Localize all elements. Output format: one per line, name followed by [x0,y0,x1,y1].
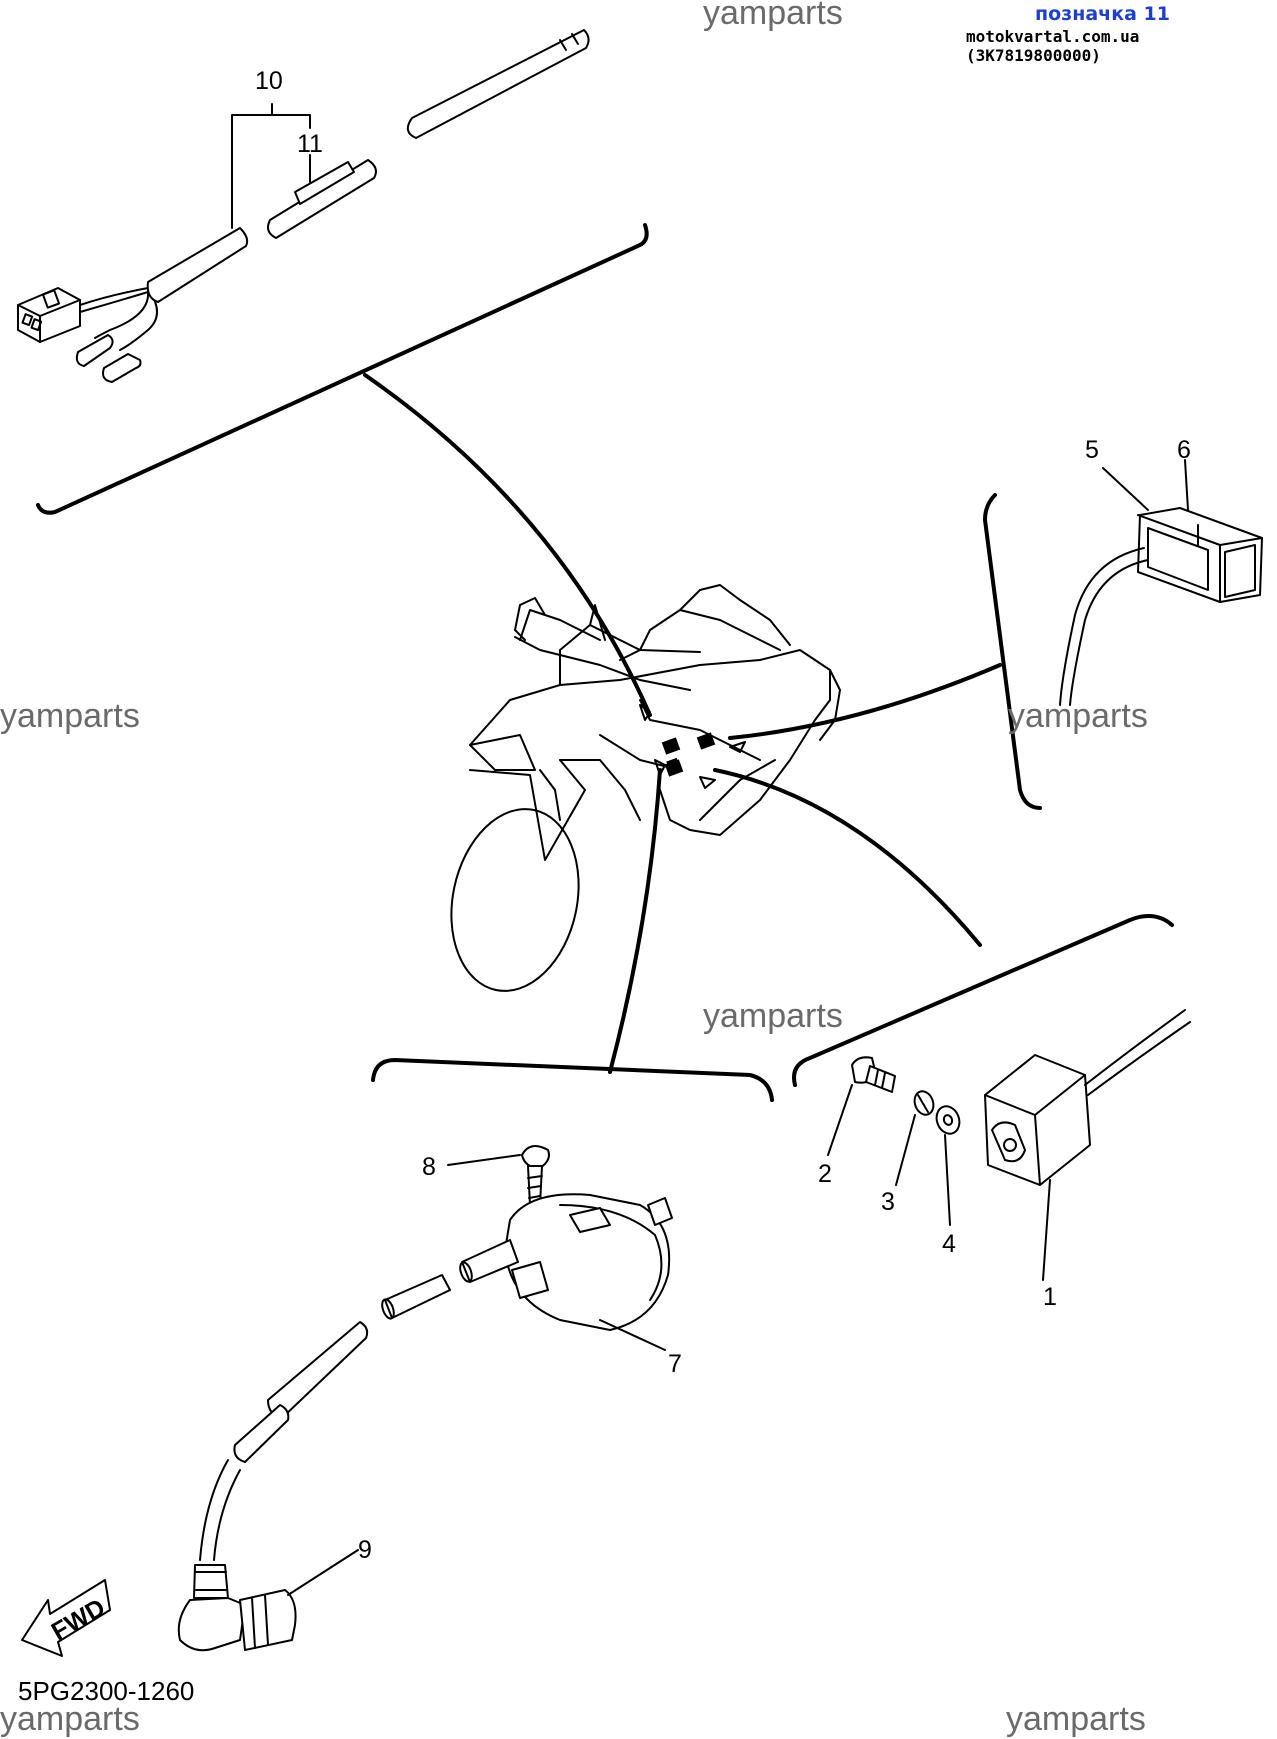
watermark: yamparts [0,697,140,735]
callout-1: 1 [1043,1283,1057,1311]
callout-10-bracket [231,103,311,229]
wire-harness-part-10 [17,29,590,383]
watermark: yamparts [1008,697,1148,735]
callout-4: 4 [942,1230,956,1258]
callout-8: 8 [422,1153,436,1181]
detail-frame-relay [982,493,1042,810]
leader-cdi [713,768,982,947]
callout-2: 2 [818,1160,832,1188]
ignition-coil-part-7 [459,1193,673,1331]
leader-5 [1102,467,1149,511]
callout-7: 7 [668,1350,682,1378]
relay-part-5-6 [1059,507,1263,706]
leader-6 [1184,459,1189,511]
motorcycle-outline [450,584,841,992]
leader-2 [827,1084,853,1156]
bolt-part-8 [521,1145,550,1206]
watermark: yamparts [1006,1700,1146,1738]
leader-9 [287,1549,359,1596]
watermark: yamparts [703,997,843,1035]
callout-3: 3 [881,1188,895,1216]
leader-7 [599,1319,666,1351]
screw-part-2 [851,1056,896,1093]
leader-harness [363,373,652,717]
callout-11: 11 [297,130,323,158]
leader-relay [728,663,1002,740]
watermark: yamparts [703,0,843,32]
site-caption: motokvartal.com.ua (3K7819800000) [966,27,1140,65]
leader-8 [447,1154,521,1166]
spark-plug-cap-part-9 [177,1274,451,1652]
leader-1 [1042,1179,1051,1281]
detail-frame-cdi [792,914,1174,1087]
callout-5: 5 [1085,436,1099,464]
fwd-arrow-icon: FWD [21,1579,111,1657]
leader-coil [608,768,662,1074]
detail-frame-harness [36,223,649,515]
label-title: позначка 11 [1035,3,1170,25]
detail-frame-coil [371,1057,774,1102]
drawing-code: 5PG2300-1260 [18,1676,195,1706]
leader-4 [944,1134,951,1226]
callout-10: 10 [255,67,283,95]
lock-washer-part-3 [913,1090,935,1116]
callout-6: 6 [1177,436,1191,464]
washer-part-4 [935,1105,961,1135]
cdi-unit-part-1 [984,1009,1191,1186]
leader-3 [895,1114,916,1186]
callout-9: 9 [358,1536,372,1564]
